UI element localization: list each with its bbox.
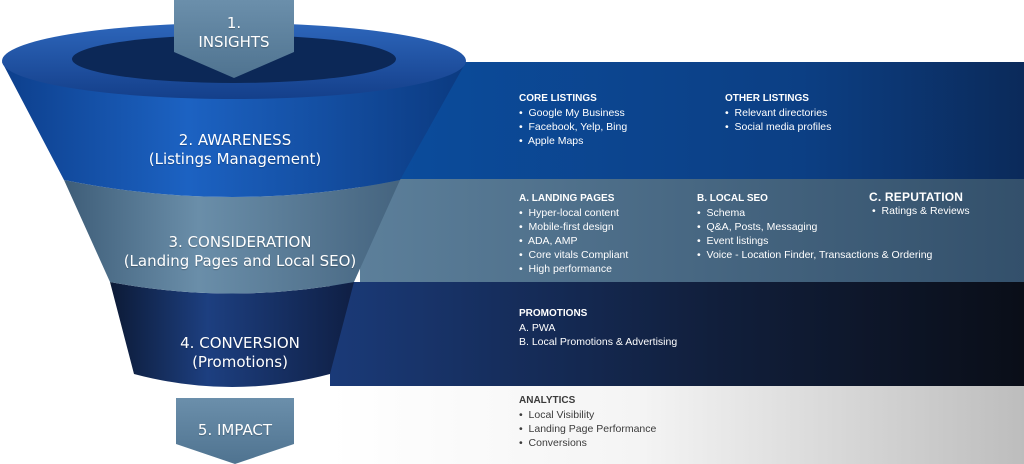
list-item: • Landing Page Performance (519, 423, 657, 435)
insights-arrow (174, 0, 294, 78)
local-seo-block: B. LOCAL SEO • Schema • Q&A, Posts, Mess… (697, 192, 932, 262)
list-item: B. Local Promotions & Advertising (519, 336, 678, 348)
stage-awareness-title: 2. AWARENESS (178, 131, 292, 149)
list-item: • ADA, AMP (519, 235, 578, 247)
funnel-segment-consideration (64, 180, 400, 294)
core-listings-heading: CORE LISTINGS (519, 93, 597, 104)
stage-awareness-label: 2. AWARENESS (Listings Management) (110, 131, 360, 169)
other-listings-heading: OTHER LISTINGS (725, 93, 809, 104)
impact-arrow (176, 398, 294, 464)
stage-insights-number: 1. (226, 14, 242, 32)
list-item: • Event listings (697, 235, 769, 247)
funnel-segment-awareness (2, 62, 466, 197)
local-seo-heading: B. LOCAL SEO (697, 193, 768, 204)
stage-awareness-subtitle: (Listings Management) (148, 150, 322, 169)
stage-impact-title: 5. IMPACT (197, 421, 273, 439)
stage-consideration-subtitle: (Landing Pages and Local SEO) (123, 252, 357, 271)
stage-insights-label: 1. INSIGHTS (178, 14, 290, 52)
list-item: • Social media profiles (725, 121, 832, 133)
analytics-block: ANALYTICS • Local Visibility • Landing P… (519, 394, 656, 450)
promotions-block: PROMOTIONS A. PWA B. Local Promotions & … (519, 307, 677, 349)
consideration-band (360, 179, 1024, 282)
impact-band (330, 386, 1024, 464)
analytics-heading: ANALYTICS (519, 395, 576, 406)
stage-insights-title: INSIGHTS (198, 33, 270, 52)
list-item: • Relevant directories (725, 107, 828, 119)
stage-consideration-label: 3. CONSIDERATION (Landing Pages and Loca… (100, 233, 380, 271)
list-item: • Ratings & Reviews (872, 205, 970, 217)
list-item: • Hyper-local content (519, 207, 619, 219)
awareness-band (390, 62, 1024, 179)
list-item: • Mobile-first design (519, 221, 614, 233)
landing-pages-heading: A. LANDING PAGES (519, 193, 615, 204)
list-item: • Voice - Location Finder, Transactions … (697, 249, 933, 261)
other-listings-block: OTHER LISTINGS • Relevant directories • … (725, 92, 831, 134)
stage-conversion-subtitle: (Promotions) (192, 353, 288, 372)
list-item: A. PWA (519, 322, 556, 334)
stage-consideration-title: 3. CONSIDERATION (168, 233, 312, 251)
core-listings-block: CORE LISTINGS • Google My Business • Fac… (519, 92, 627, 148)
stage-conversion-label: 4. CONVERSION (Promotions) (120, 334, 360, 372)
landing-pages-block: A. LANDING PAGES • Hyper-local content •… (519, 192, 628, 276)
stage-impact-label: 5. IMPACT (176, 421, 294, 440)
list-item: • Conversions (519, 437, 587, 449)
list-item: • Apple Maps (519, 135, 584, 147)
list-item: • Schema (697, 207, 746, 219)
promotions-heading: PROMOTIONS (519, 308, 588, 319)
conversion-band (330, 282, 1024, 386)
list-item: • Q&A, Posts, Messaging (697, 221, 818, 233)
reputation-heading: C. REPUTATION (869, 190, 964, 204)
list-item: • Local Visibility (519, 409, 595, 421)
list-item: • Facebook, Yelp, Bing (519, 121, 628, 133)
stage-conversion-title: 4. CONVERSION (180, 334, 300, 352)
list-item: • Core vitals Compliant (519, 249, 629, 261)
list-item: • Google My Business (519, 107, 625, 119)
funnel-segment-conversion (110, 282, 354, 387)
reputation-block: C. REPUTATION • Ratings & Reviews (869, 190, 970, 218)
list-item: • High performance (519, 263, 612, 275)
